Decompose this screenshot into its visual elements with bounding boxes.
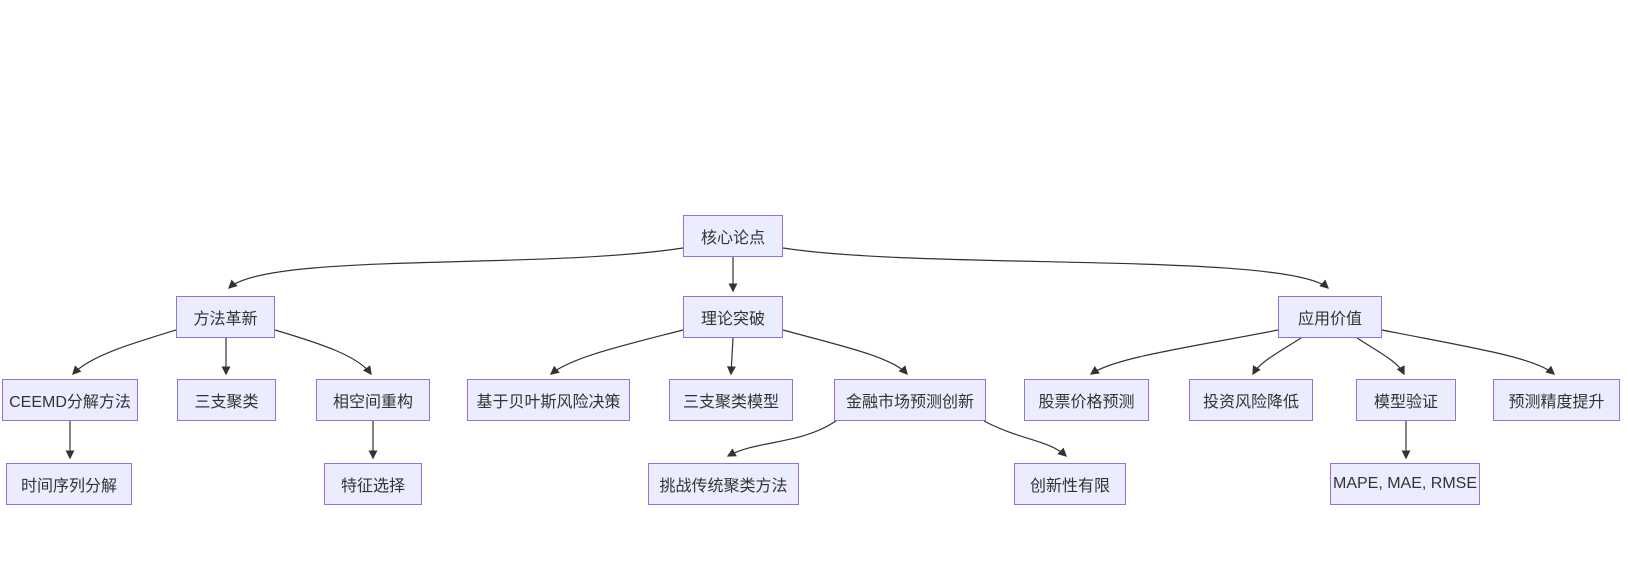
node-time-series: 时间序列分解 — [6, 463, 132, 505]
edge-core-method — [228, 247, 684, 289]
node-model-validation: 模型验证 — [1356, 379, 1456, 421]
edge-method-ceemd — [72, 329, 177, 375]
node-challenge: 挑战传统聚类方法 — [648, 463, 799, 505]
edge-theory-bayes — [549, 329, 684, 375]
edge-value-precision — [1381, 329, 1556, 375]
node-metrics: MAPE, MAE, RMSE — [1330, 463, 1480, 505]
node-phase-space: 相空间重构 — [316, 379, 430, 421]
node-invest: 投资风险降低 — [1189, 379, 1313, 421]
node-feature: 特征选择 — [324, 463, 422, 505]
node-core: 核心论点 — [683, 215, 783, 257]
node-method: 方法革新 — [176, 296, 275, 338]
node-stock: 股票价格预测 — [1024, 379, 1149, 421]
node-bayes: 基于贝叶斯风险决策 — [467, 379, 630, 421]
edge-theory-finance — [782, 329, 908, 376]
edge-core-value — [782, 247, 1330, 289]
node-limited: 创新性有限 — [1014, 463, 1126, 505]
node-precision: 预测精度提升 — [1493, 379, 1620, 421]
node-three-way-clustering: 三支聚类 — [177, 379, 276, 421]
edge-value-invest — [1252, 337, 1302, 376]
edge-finance-limited — [983, 420, 1067, 457]
node-ceemd: CEEMD分解方法 — [2, 379, 138, 421]
edge-theory-three-way-model — [726, 337, 736, 376]
edge-value-stock — [1089, 329, 1279, 375]
node-value: 应用价值 — [1278, 296, 1382, 338]
node-three-way-model: 三支聚类模型 — [669, 379, 793, 421]
node-theory: 理论突破 — [683, 296, 783, 338]
edge-method-phase-space — [274, 329, 372, 376]
edge-finance-challenge — [726, 420, 837, 457]
node-finance: 金融市场预测创新 — [834, 379, 986, 421]
edge-value-model-validation — [1356, 337, 1405, 376]
